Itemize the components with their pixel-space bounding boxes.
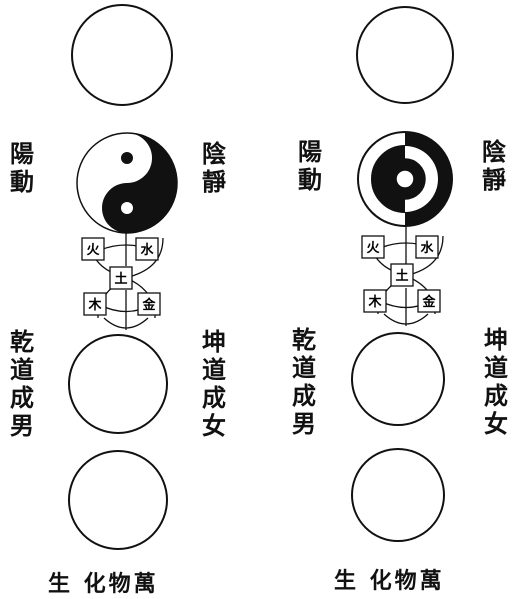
- yang-dong-label: 陽動: [298, 137, 322, 194]
- left-diagram: 火 水 土 木 金: [68, 4, 178, 550]
- earth-element-box: [109, 266, 133, 290]
- wood-element-label: 木: [87, 297, 102, 313]
- metal-element-box: [417, 289, 441, 313]
- yin-jing-label: 陰靜: [202, 139, 226, 196]
- wood-element-box: [83, 292, 107, 316]
- metal-element-label: 金: [141, 297, 156, 313]
- qian-dao-label: 乾道成男: [292, 325, 316, 438]
- fire-element-box: [81, 237, 105, 261]
- yang-dong-label: 陽動: [10, 139, 34, 196]
- metal-element-box: [137, 292, 161, 316]
- wanwu-caption: 生 化物萬: [48, 571, 159, 597]
- water-element-label: 水: [420, 240, 434, 256]
- wuji-circle: [356, 6, 454, 104]
- wanwu-caption: 生 化物萬: [334, 568, 445, 594]
- earth-element-label: 土: [395, 268, 408, 284]
- left-diagram-panel: 火 水 土 木 金 陽動 陰靜 乾道成男 坤道成女 生 化物萬: [10, 4, 226, 597]
- water-element-label: 水: [140, 242, 154, 258]
- earth-element-box: [390, 263, 414, 287]
- fire-element-label: 火: [366, 241, 380, 256]
- earth-element-label: 土: [114, 271, 127, 287]
- wanwu-circle: [351, 448, 445, 542]
- water-element-box: [135, 237, 159, 261]
- kun-dao-label: 坤道成女: [202, 327, 226, 440]
- wanwu-circle: [68, 450, 168, 550]
- fire-element-label: 火: [86, 243, 100, 258]
- right-diagram: 火 水 土 木 金: [351, 6, 454, 542]
- metal-element-label: 金: [421, 294, 436, 310]
- kun-dao-label: 坤道成女: [484, 325, 508, 438]
- water-element-box: [415, 235, 439, 259]
- qian-kun-circle: [68, 334, 168, 434]
- qian-dao-label: 乾道成男: [10, 327, 34, 440]
- wood-element-label: 木: [367, 294, 382, 310]
- right-diagram-panel: 火 水 土 木 金 陽動 陰靜 乾道成男 坤道成女 生 化物萬: [258, 0, 516, 599]
- yin-jing-label: 陰靜: [482, 137, 506, 194]
- fire-element-box: [361, 235, 385, 259]
- wood-element-box: [363, 289, 387, 313]
- taiji-yin-yang-symbol: [76, 132, 178, 234]
- qian-kun-circle: [351, 332, 445, 426]
- concentric-taiji-symbol: [357, 131, 453, 227]
- wuji-circle: [71, 4, 173, 106]
